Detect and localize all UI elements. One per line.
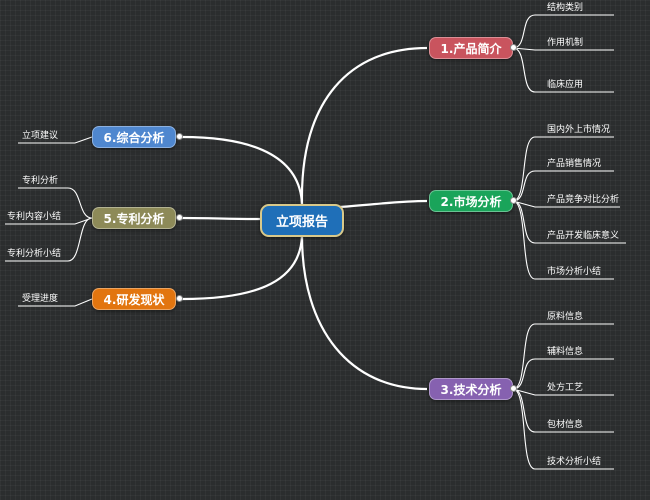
branch-label-3: 3.技术分析: [440, 382, 502, 397]
leaf-b2-0[interactable]: 国内外上市情况: [547, 125, 611, 135]
leaf-connector-b1-2: [512, 47, 614, 93]
central-node[interactable]: 立项报告: [260, 204, 344, 237]
leaf-connector-b2-4: [512, 200, 614, 280]
collapse-knob-5[interactable]: [176, 214, 183, 221]
leaf-connectors: [5, 14, 626, 470]
branch-node-2[interactable]: 2.市场分析: [429, 190, 513, 212]
connector-b1: [300, 46, 428, 205]
leaf-b2-3[interactable]: 产品开发临床意义: [547, 231, 620, 241]
leaf-b3-3[interactable]: 包材信息: [547, 420, 584, 430]
collapse-knob-1[interactable]: [510, 44, 517, 51]
leaf-b5-1[interactable]: 专利内容小结: [7, 212, 62, 222]
branch-node-6[interactable]: 6.综合分析: [92, 126, 176, 148]
branch-node-3[interactable]: 3.技术分析: [429, 378, 513, 400]
leaf-connector-b2-3: [512, 200, 626, 244]
leaf-connector-b3-0: [512, 323, 614, 390]
leaf-b2-4[interactable]: 市场分析小结: [547, 267, 602, 277]
leaf-b2-2[interactable]: 产品竞争对比分析: [547, 195, 620, 205]
branch-label-5: 5.专利分析: [103, 211, 165, 226]
collapse-knob-6[interactable]: [176, 133, 183, 140]
leaf-connector-b4-0: [18, 298, 93, 307]
leaf-b3-2[interactable]: 处方工艺: [547, 383, 584, 393]
leaf-connector-b2-2: [512, 200, 620, 208]
branch-label-1: 1.产品简介: [440, 41, 502, 56]
branch-label-6: 6.综合分析: [103, 130, 165, 145]
leaf-b3-4[interactable]: 技术分析小结: [547, 457, 602, 467]
leaf-b5-2[interactable]: 专利分析小结: [7, 249, 62, 259]
leaf-connector-b1-1: [512, 47, 614, 51]
leaf-b1-2[interactable]: 临床应用: [547, 80, 584, 90]
leaf-connector-b3-3: [512, 388, 614, 433]
leaf-b1-0[interactable]: 结构类别: [547, 3, 584, 13]
collapse-knob-4[interactable]: [176, 295, 183, 302]
branch-label-4: 4.研发现状: [103, 292, 165, 307]
leaf-b3-1[interactable]: 辅料信息: [547, 347, 584, 357]
leaf-b5-0[interactable]: 专利分析: [22, 176, 59, 186]
leaf-connector-b2-0: [512, 136, 614, 202]
branch-connectors: [181, 46, 428, 391]
branch-label-2: 2.市场分析: [440, 194, 502, 209]
collapse-knob-3[interactable]: [510, 385, 517, 392]
leaf-connector-b3-4: [512, 388, 614, 470]
leaf-b3-0[interactable]: 原料信息: [547, 312, 584, 322]
connector-b5: [181, 216, 263, 221]
leaf-b6-0[interactable]: 立项建议: [22, 131, 59, 141]
connector-b4: [181, 235, 304, 301]
connector-b2: [339, 199, 428, 209]
connector-b6: [181, 135, 304, 205]
leaf-connector-b6-0: [18, 136, 93, 144]
connector-b3: [300, 235, 428, 391]
leaf-connector-b5-1: [5, 217, 93, 225]
branch-node-5[interactable]: 5.专利分析: [92, 207, 176, 229]
collapse-knob-2[interactable]: [510, 197, 517, 204]
leaf-connector-b5-2: [5, 217, 93, 262]
leaf-b2-1[interactable]: 产品销售情况: [547, 159, 602, 169]
leaf-b4-0[interactable]: 受理进度: [22, 294, 59, 304]
central-label: 立项报告: [275, 215, 328, 230]
branch-node-1[interactable]: 1.产品简介: [429, 37, 513, 59]
branch-node-4[interactable]: 4.研发现状: [92, 288, 176, 310]
leaf-connector-b5-0: [18, 187, 93, 219]
leaf-connector-b3-2: [512, 388, 614, 396]
leaf-b1-1[interactable]: 作用机制: [547, 38, 584, 48]
